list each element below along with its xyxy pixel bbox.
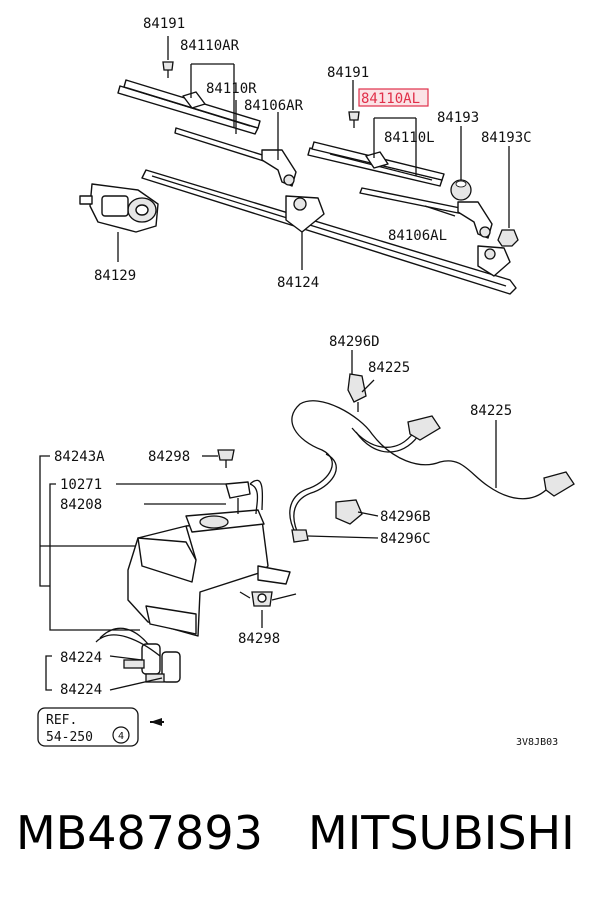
joint-84296d (347, 373, 367, 412)
leader-lines-bottom (39, 350, 497, 691)
label-84296b: 84296B (380, 509, 431, 525)
label-84191-a: 84191 (143, 16, 185, 32)
label-84298-b: 84298 (238, 631, 280, 647)
label-84296c: 84296C (380, 531, 431, 547)
label-84298-a: 84298 (148, 449, 190, 465)
joint-84296b (335, 499, 363, 525)
washer-pump-2 (145, 651, 181, 683)
wiper-motor (79, 183, 159, 233)
joint-84296c (291, 529, 309, 543)
pivot-cap (450, 179, 472, 201)
label-84191-b: 84191 (327, 65, 369, 81)
label-84110ar: 84110AR (180, 38, 240, 54)
label-84106ar: 84106AR (244, 98, 304, 114)
wiper-arm-right (174, 127, 297, 187)
screw-84191-left (348, 111, 360, 128)
label-84110l: 84110L (384, 130, 435, 146)
diagram-code: 3V8JB03 (516, 737, 558, 748)
washer-pump-1 (123, 643, 161, 675)
reference-box (37, 707, 164, 747)
label-84129: 84129 (94, 268, 136, 284)
washer-tank (127, 481, 291, 637)
label-84225-b: 84225 (470, 403, 512, 419)
wiper-blade-right (117, 79, 261, 135)
grommet-84298-bottom (251, 591, 273, 607)
part-number: MB487893 (16, 806, 263, 860)
reference-label: REF. (46, 713, 77, 728)
washer-nozzle-right (543, 471, 575, 497)
label-10271: 10271 (60, 477, 102, 493)
label-84243a: 84243A (54, 449, 105, 465)
label-84110r: 84110R (206, 81, 257, 97)
label-84225-a: 84225 (368, 360, 410, 376)
reference-circle-number: 4 (118, 731, 124, 742)
washer-hoses (95, 400, 547, 657)
leader-lines-top (117, 36, 510, 270)
label-84110al-highlighted[interactable]: 84110AL (361, 91, 420, 107)
wiper-blade-left (307, 141, 445, 187)
screw-84191-right (162, 61, 174, 78)
reference-section: 54-250 (46, 730, 93, 745)
pivot-nut (497, 229, 519, 247)
label-84208: 84208 (60, 497, 102, 513)
highlight-box-84110al (358, 88, 429, 107)
label-84224-a: 84224 (60, 650, 102, 666)
label-84296d: 84296D (329, 334, 380, 350)
label-84193: 84193 (437, 110, 479, 126)
label-84106al: 84106AL (388, 228, 447, 244)
wiper-linkage (141, 169, 517, 295)
wiper-arm-left (359, 187, 493, 239)
footer: MB487893 MITSUBISHI (0, 806, 600, 876)
brand-name: MITSUBISHI (308, 806, 575, 860)
grommet-84298-top (217, 449, 235, 468)
label-84124: 84124 (277, 275, 319, 291)
label-84224-b: 84224 (60, 682, 102, 698)
washer-nozzle-left (407, 415, 441, 441)
label-84193c: 84193C (481, 130, 532, 146)
